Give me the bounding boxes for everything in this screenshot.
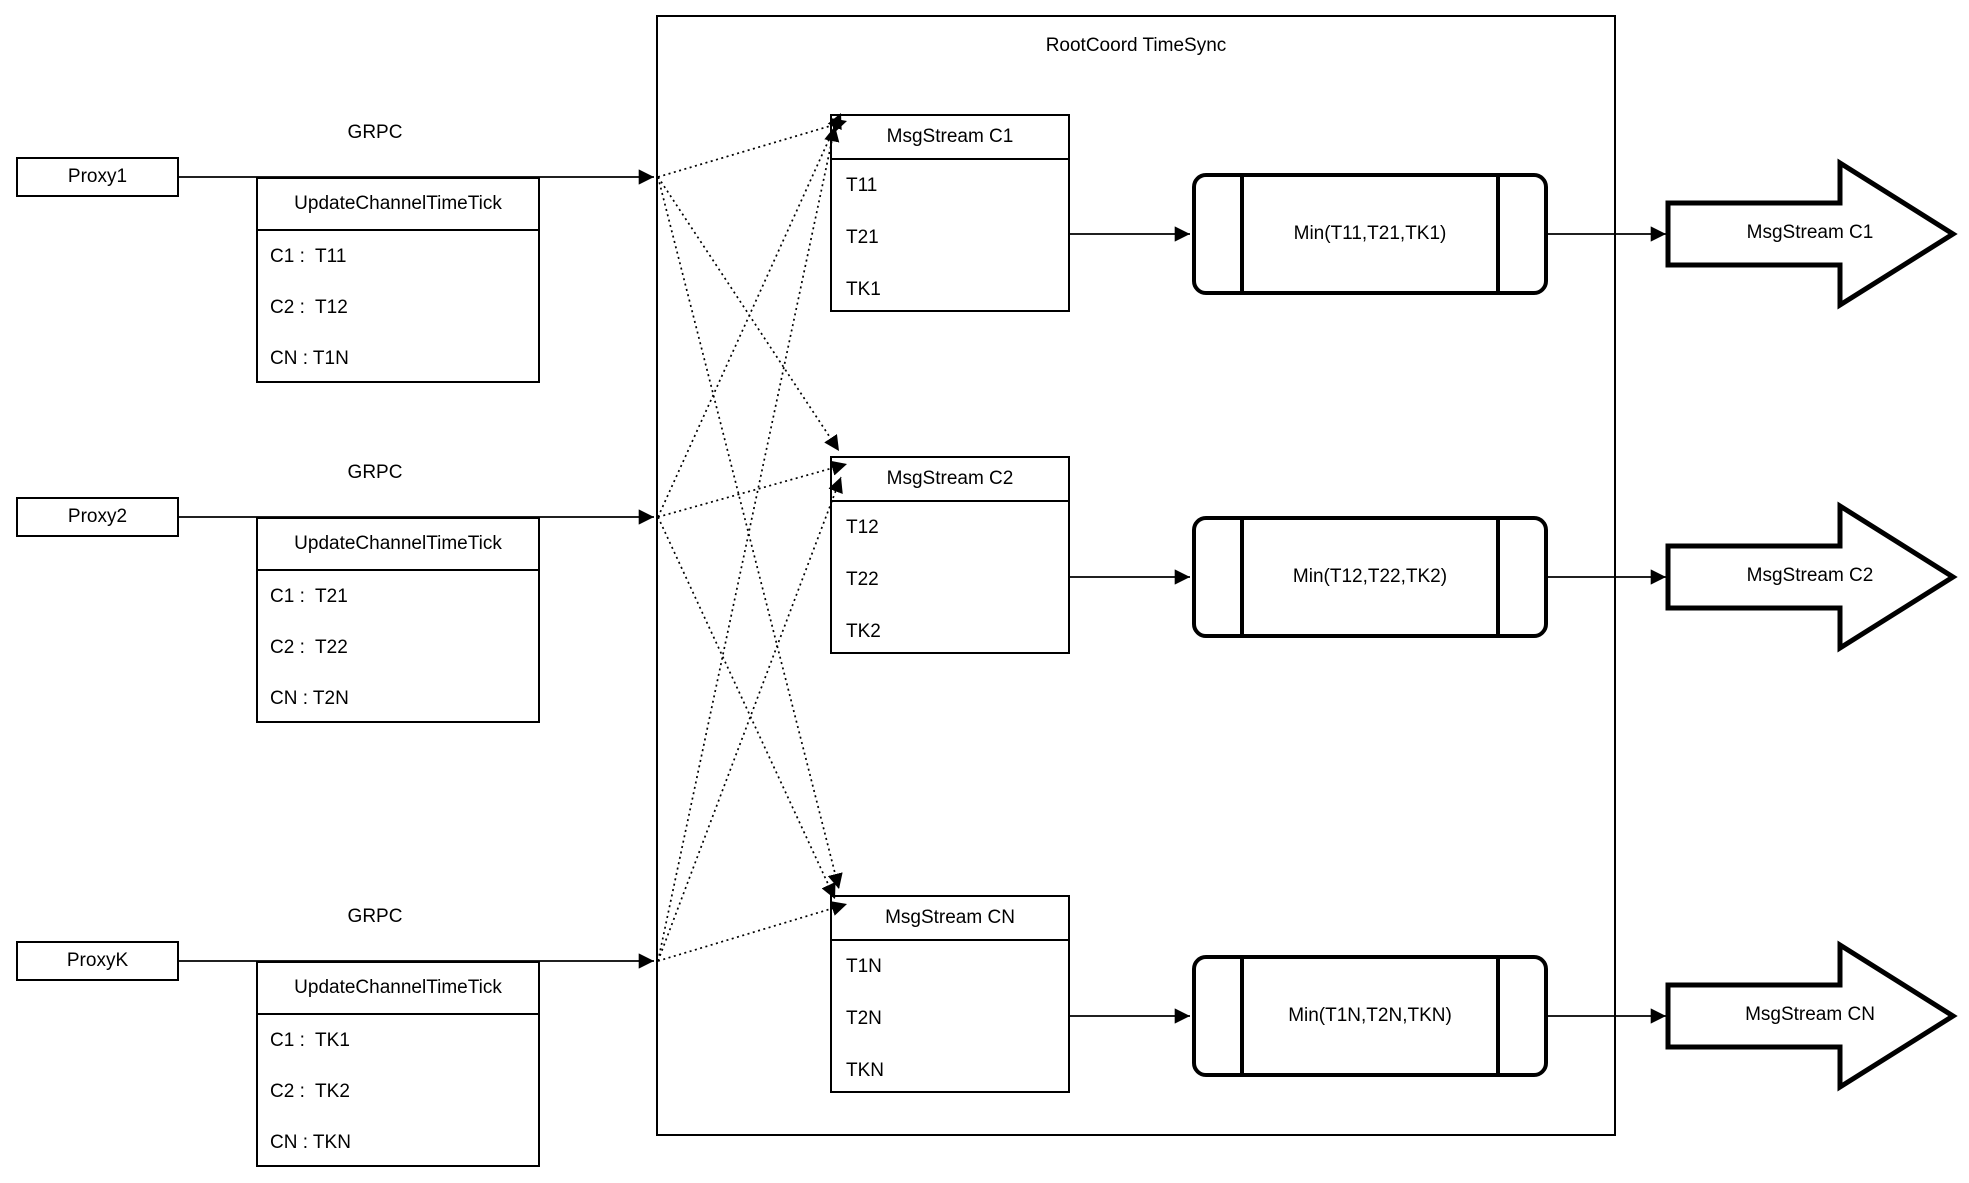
list-item: T1N <box>846 956 882 977</box>
process-divider <box>1240 520 1244 634</box>
table-row: C2 : TK2 <box>270 1080 350 1102</box>
process-divider <box>1240 959 1244 1073</box>
rootcoord-timesync-container: RootCoord TimeSync <box>656 15 1616 1136</box>
table-row: CN : T1N <box>270 347 349 369</box>
timetick-table-1: UpdateChannelTimeTick C1 : T11 C2 : T12 … <box>256 177 540 383</box>
min-process-1-label: Min(T11,T21,TK1) <box>1293 223 1447 244</box>
table-row: C2 : T12 <box>270 296 348 318</box>
process-divider <box>1496 177 1500 291</box>
output-msgstream-c2-label: MsgStream C2 <box>1746 565 1874 586</box>
min-process-2-label: Min(T12,T22,TK2) <box>1292 566 1448 587</box>
proxyk-label: ProxyK <box>66 950 129 971</box>
list-item: T12 <box>846 517 879 538</box>
process-divider <box>1240 177 1244 291</box>
timetick-table-2-header: UpdateChannelTimeTick <box>258 519 538 571</box>
timetick-table-3: UpdateChannelTimeTick C1 : TK1 C2 : TK2 … <box>256 961 540 1167</box>
proxy1-label: Proxy1 <box>67 166 128 187</box>
output-arrow-shape <box>1665 158 1958 1092</box>
output-msgstream-cn-label: MsgStream CN <box>1745 1004 1875 1025</box>
timetick-table-2: UpdateChannelTimeTick C1 : T21 C2 : T22 … <box>256 517 540 723</box>
list-item: TK1 <box>846 279 881 300</box>
msgstream-cn-header: MsgStream CN <box>832 897 1068 941</box>
table-row: C1 : TK1 <box>270 1029 350 1051</box>
msgstream-c1-collector: MsgStream C1 T11 T21 TK1 <box>830 114 1070 312</box>
msgstream-c2-collector: MsgStream C2 T12 T22 TK2 <box>830 456 1070 654</box>
list-item: TK2 <box>846 621 881 642</box>
min-process-2: Min(T12,T22,TK2) <box>1192 516 1548 638</box>
list-item: T11 <box>846 175 878 196</box>
grpc-label-1: GRPC <box>347 122 403 143</box>
proxy1-node: Proxy1 <box>16 157 179 197</box>
output-msgstream-c1-label: MsgStream C1 <box>1746 222 1874 243</box>
proxyk-node: ProxyK <box>16 941 179 981</box>
list-item: T2N <box>846 1008 882 1029</box>
list-item: T21 <box>846 227 879 248</box>
process-divider <box>1496 959 1500 1073</box>
grpc-label-3: GRPC <box>347 906 403 927</box>
table-row: CN : TKN <box>270 1131 351 1153</box>
table-row: C2 : T22 <box>270 636 348 658</box>
timetick-table-3-header: UpdateChannelTimeTick <box>258 963 538 1015</box>
min-process-3: Min(T1N,T2N,TKN) <box>1192 955 1548 1077</box>
list-item: TKN <box>846 1060 884 1081</box>
msgstream-c1-header: MsgStream C1 <box>832 116 1068 160</box>
min-process-3-label: Min(T1N,T2N,TKN) <box>1288 1005 1452 1026</box>
list-item: T22 <box>846 569 879 590</box>
table-row: CN : T2N <box>270 687 349 709</box>
timetick-table-1-header: UpdateChannelTimeTick <box>258 179 538 231</box>
grpc-label-2: GRPC <box>347 462 403 483</box>
msgstream-c2-header: MsgStream C2 <box>832 458 1068 502</box>
diagram-title: RootCoord TimeSync <box>1045 35 1227 56</box>
proxy2-node: Proxy2 <box>16 497 179 537</box>
table-row: C1 : T11 <box>270 245 347 267</box>
msgstream-cn-collector: MsgStream CN T1N T2N TKN <box>830 895 1070 1093</box>
min-process-1: Min(T11,T21,TK1) <box>1192 173 1548 295</box>
process-divider <box>1496 520 1500 634</box>
table-row: C1 : T21 <box>270 585 348 607</box>
proxy2-label: Proxy2 <box>67 506 128 527</box>
